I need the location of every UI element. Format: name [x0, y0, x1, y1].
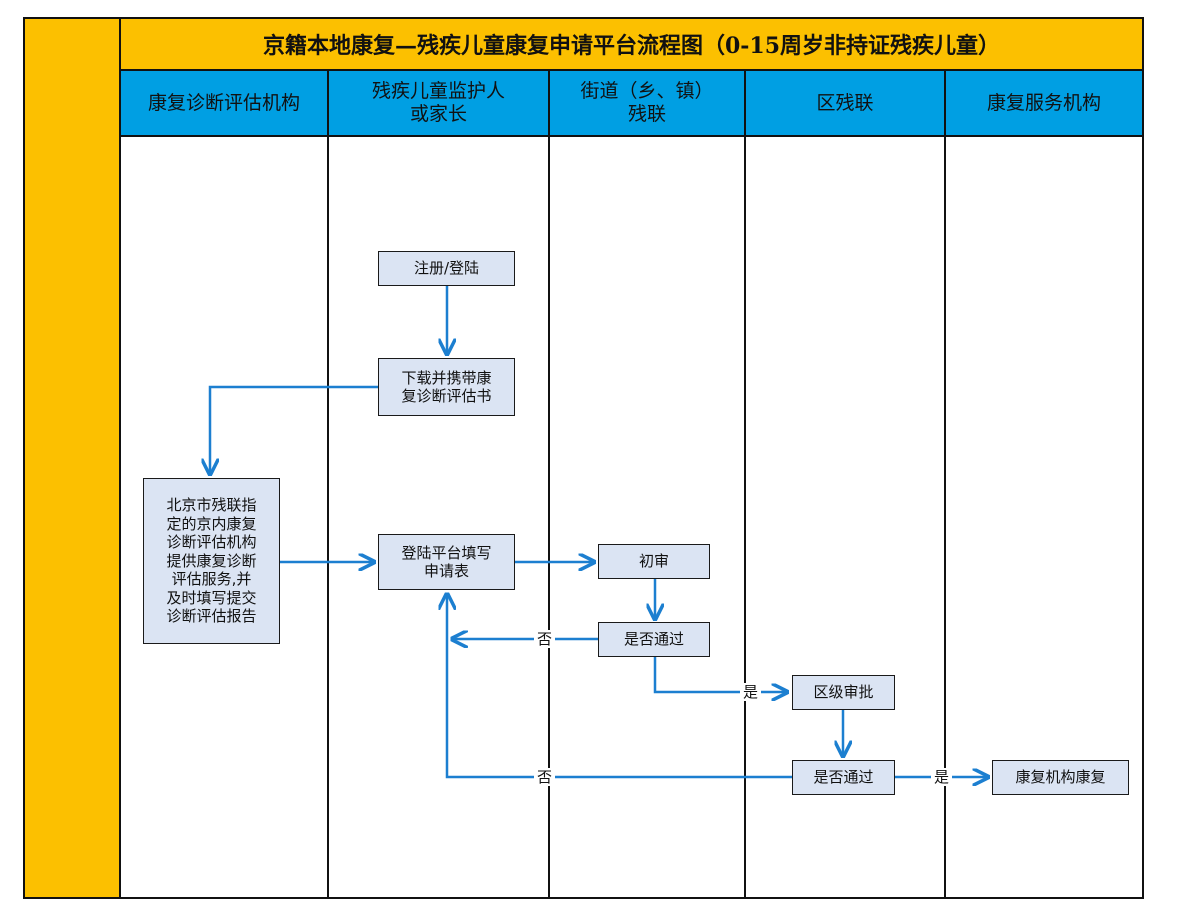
step-district-approval: 区级审批: [792, 675, 895, 710]
arrow-check2-no: [447, 594, 792, 779]
step-rehab-assessment-service: 北京市残联指 定的京内康复 诊断评估机构 提供康复诊断 评估服务,并 及时填写提…: [143, 478, 280, 644]
decision-pass-check-1: 是否通过: [598, 622, 710, 657]
lane-header-district-federation: 区残联: [816, 91, 874, 114]
step-register-login: 注册/登陆: [378, 251, 515, 286]
lane-header-guardian: 残疾儿童监护人 或家长: [371, 80, 505, 125]
edge-label-no-1: 否: [534, 630, 556, 648]
step-fill-application-form: 登陆平台填写 申请表: [378, 534, 515, 590]
decision-pass-check-2: 是否通过: [792, 760, 895, 795]
edge-label-yes-1: 是: [740, 683, 762, 701]
edge-label-no-2: 否: [534, 768, 556, 786]
edge-label-yes-2: 是: [931, 768, 953, 786]
title-band: [119, 17, 1144, 71]
lane-header-rehab-institution: 康复服务机构: [986, 91, 1101, 114]
lane-header-street-federation: 街道（乡、镇） 残联: [580, 80, 714, 125]
arrow-download-to-assess: [210, 385, 378, 474]
step-first-review: 初审: [598, 544, 710, 579]
lane-header-assessment-institution: 康复诊断评估机构: [147, 91, 300, 114]
step-rehab-at-institution: 康复机构康复: [992, 760, 1129, 795]
step-download-assessment-form: 下载并携带康 复诊断评估书: [378, 358, 515, 416]
left-sidebar-band: [23, 17, 121, 899]
lane-header-row: [119, 69, 1144, 137]
page-title: 京籍本地康复—残疾儿童康复申请平台流程图（0-15周岁非持证残疾儿童）: [262, 33, 1001, 59]
